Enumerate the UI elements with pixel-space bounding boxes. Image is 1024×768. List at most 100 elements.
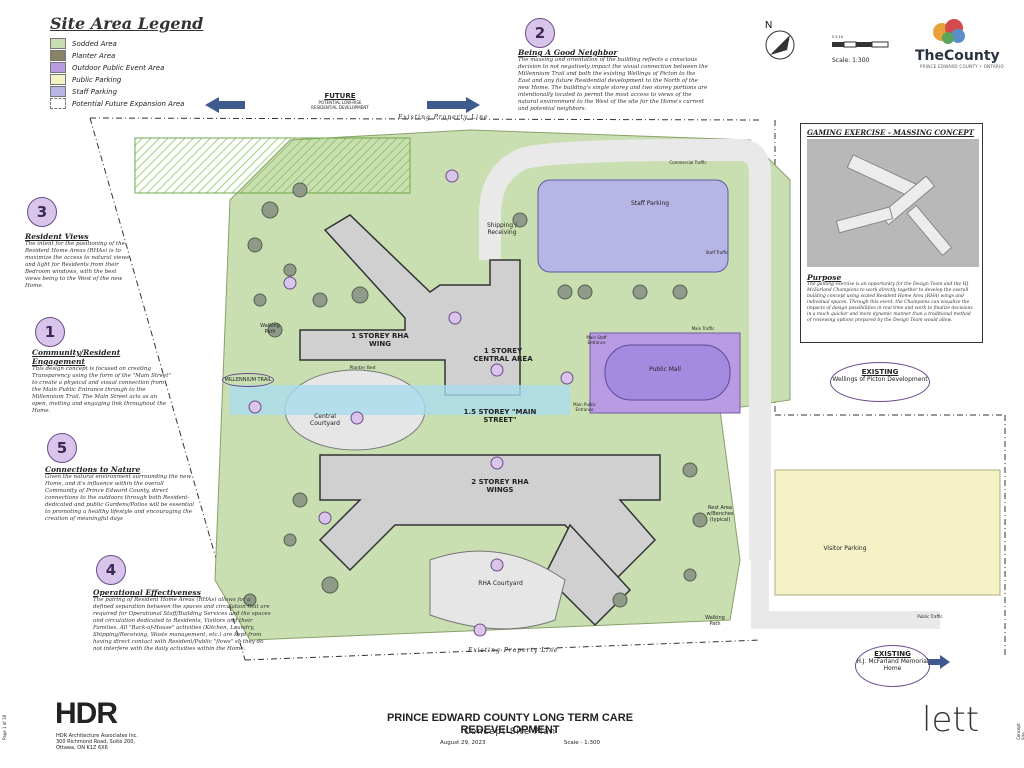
existing-mcfarland-label: EXISTING H.J. McFarland Memorial Home [855,645,930,687]
future-sub: RESIDENTIAL DEVELOPMENT [311,105,369,110]
map-markers [248,169,574,637]
arrow-right-icon [928,655,950,669]
future-label: FUTURE POTENTIAL LOW-RISE RESIDENTIAL DE… [290,92,390,110]
scale-bar [832,41,889,48]
existing-title: EXISTING [874,650,911,658]
legend-title: Site Area Legend [50,14,204,33]
commercial-traffic-label: Commercial Traffic [669,160,707,165]
central-area-label: 1 STOREY CENTRAL AREA [473,347,533,363]
note-title: Community/Resident Engagement [32,348,121,366]
main-public-entrance-label: Main Public Entrance [573,402,596,412]
existing-title: EXISTING [861,368,899,376]
legend-label: Sodded Area [72,39,117,48]
scale-label: Scale: 1:300 [832,57,870,64]
side-text-left: Page 1 of 18 [2,715,7,740]
main-traffic-label: Main Traffic [691,326,715,331]
hdr-logo: HDR [55,697,118,730]
road-north [479,150,526,260]
future-expansion-area [134,137,411,194]
future-arrows [205,97,480,113]
lett-logo: lett [922,700,980,740]
legend-item: Potential Future Expansion Area [50,98,184,109]
millennium-trail-label[interactable]: MILLENNIUM TRAIL [222,373,274,387]
legend-item: Public Parking [50,74,121,85]
property-line-label: Existing Property Line [398,114,489,121]
future-sub: POTENTIAL LOW-RISE [318,100,362,105]
shipping-receiving-label: Shipping / Receiving [486,222,518,236]
note-number-badge: 2 [525,18,555,48]
note-title: Resident Views [25,232,89,241]
main-street-connector [230,385,570,415]
legend-item: Sodded Area [50,38,117,49]
drawing-scale: Scale - 1:300 [563,740,600,746]
visitor-parking-label: Visitor Parking [823,545,867,552]
existing-wellings-label: EXISTING Wellings of Picton Development [830,362,930,402]
rha-wing-1-storey-label: 1 STOREY RHA WING [351,332,409,348]
gaming-title: GAMING EXERCISE - MASSING CONCEPT [807,128,974,137]
county-logo-icon [930,18,970,46]
legend-swatch [50,38,66,49]
north-arrow-icon: N [765,20,795,60]
drawing-meta: August 29, 2023 Scale - 1:300 [440,740,600,746]
legend-label: Outdoor Public Event Area [72,63,165,72]
legend-item: Outdoor Public Event Area [50,62,164,73]
legend-swatch [50,86,66,97]
legend-item: Staff Parking [50,86,117,97]
hdr-address: HDR Architecture Associates Inc. 300 Ric… [56,733,138,751]
legend-swatch [50,62,66,73]
walking-path-label: Walking Path [705,615,725,627]
property-line-bottom [244,639,761,661]
arrow-right-icon [427,97,480,113]
staff-parking-area [537,179,729,273]
main-staff-entrance-label: Main Staff Entrance [586,335,607,345]
note-resident-views: Resident Views The intent for the positi… [25,232,130,290]
central-courtyard-label: Central Courtyard [310,413,340,427]
staff-parking-label: Staff Parking [630,200,670,207]
note-community-engagement: Community/Resident Engagement This desig… [32,348,172,415]
note-body: Given the natural environment surroundin… [45,474,195,522]
rha-courtyard-area [429,550,566,630]
drawing-subtitle: Concept Site Plan [464,727,556,737]
public-mall-label: Public Mall [649,366,681,373]
legend-label: Planter Area [72,51,116,60]
note-body: The massing and orientation of the build… [518,57,708,112]
note-connections-nature: Connections to Nature Given the natural … [45,465,195,523]
staff-traffic-label: Staff Traffic [705,250,729,255]
legend-swatch [50,50,66,61]
public-traffic-label: Public Traffic [917,614,943,619]
note-body: The pairing of Resident Home Areas (RHAs… [93,597,271,652]
note-body: The intent for the positioning of the Re… [25,241,129,289]
hdr-address-line: 300 Richmond Road, Suite 200, [56,739,135,745]
gaming-purpose-title: Purpose [807,273,842,282]
note-title: Being A Good Neighbor [518,48,618,57]
road-east [515,139,771,560]
svg-text:N: N [765,20,772,31]
legend-label: Public Parking [72,75,122,84]
public-mall-track [604,344,731,401]
county-sub: PRINCE EDWARD COUNTY • ONTARIO [920,64,1004,69]
rest-area-label: Rest Area w/Benches (typical) [706,505,734,523]
existing-name: H.J. McFarland Memorial Home [856,658,929,672]
property-line-label: Existing Property Line [468,647,559,654]
note-number-badge: 4 [96,555,126,585]
legend-item: Planter Area [50,50,115,61]
drawing-date: August 29, 2023 [440,740,486,746]
note-title: Operational Effectiveness [93,588,201,597]
walking-path-label: Walking Path [260,323,280,335]
planter-bed-label: Planter Bed [349,366,376,371]
hdr-address-line: HDR Architecture Associates Inc. [56,733,138,739]
existing-name: Wellings of Picton Development [832,376,928,383]
visitor-parking-area [774,469,1001,596]
rha-wings-2-storey-label: 2 STOREY RHA WINGS [471,478,529,494]
legend-swatch [50,98,66,109]
note-body: This design concept is focused on creati… [32,366,171,414]
side-text-right: Concept Site Plan [1016,723,1024,740]
scale-ticks: 0 5 10 [832,35,844,39]
building [299,214,661,627]
hdr-address-line: Ottawa, ON K1Z 6X6 [56,745,108,751]
note-number-badge: 5 [47,433,77,463]
arrow-left-icon [205,97,245,113]
gaming-exercise-panel: GAMING EXERCISE - MASSING CONCEPT Purpos… [800,123,983,343]
road-south [751,560,940,629]
